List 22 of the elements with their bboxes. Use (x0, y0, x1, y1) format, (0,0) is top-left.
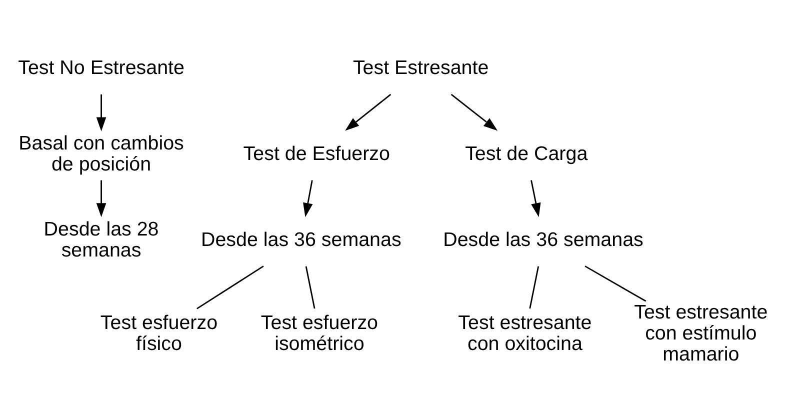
node-text: Basal con cambios de posición (18, 132, 184, 176)
node-text: Test esfuerzo isométrico (260, 311, 378, 355)
node-text: Test estresante con oxitocina (458, 311, 592, 355)
arrow (96, 180, 106, 217)
node-text: Desde las 36 semanas (443, 228, 644, 250)
arrow (450, 93, 498, 130)
arrow (530, 180, 541, 217)
node-text: Desde las 36 semanas (201, 228, 402, 250)
arrow (303, 180, 313, 217)
connector (305, 266, 316, 308)
node-text: Test No Estresante (18, 56, 184, 79)
connector (196, 265, 264, 309)
node-text: Test de Carga (465, 142, 588, 165)
node-text: Test Estresante (352, 56, 489, 79)
arrow (96, 94, 106, 131)
node-text: Test esfuerzo físico (100, 311, 218, 355)
arrow (345, 93, 392, 130)
node-text: Desde las 28 semanas (44, 218, 159, 261)
connector (584, 265, 646, 302)
node-text: Test de Esfuerzo (243, 142, 390, 165)
node-text: Test estresante con estímulo mamario (634, 300, 768, 366)
connector (529, 266, 540, 308)
